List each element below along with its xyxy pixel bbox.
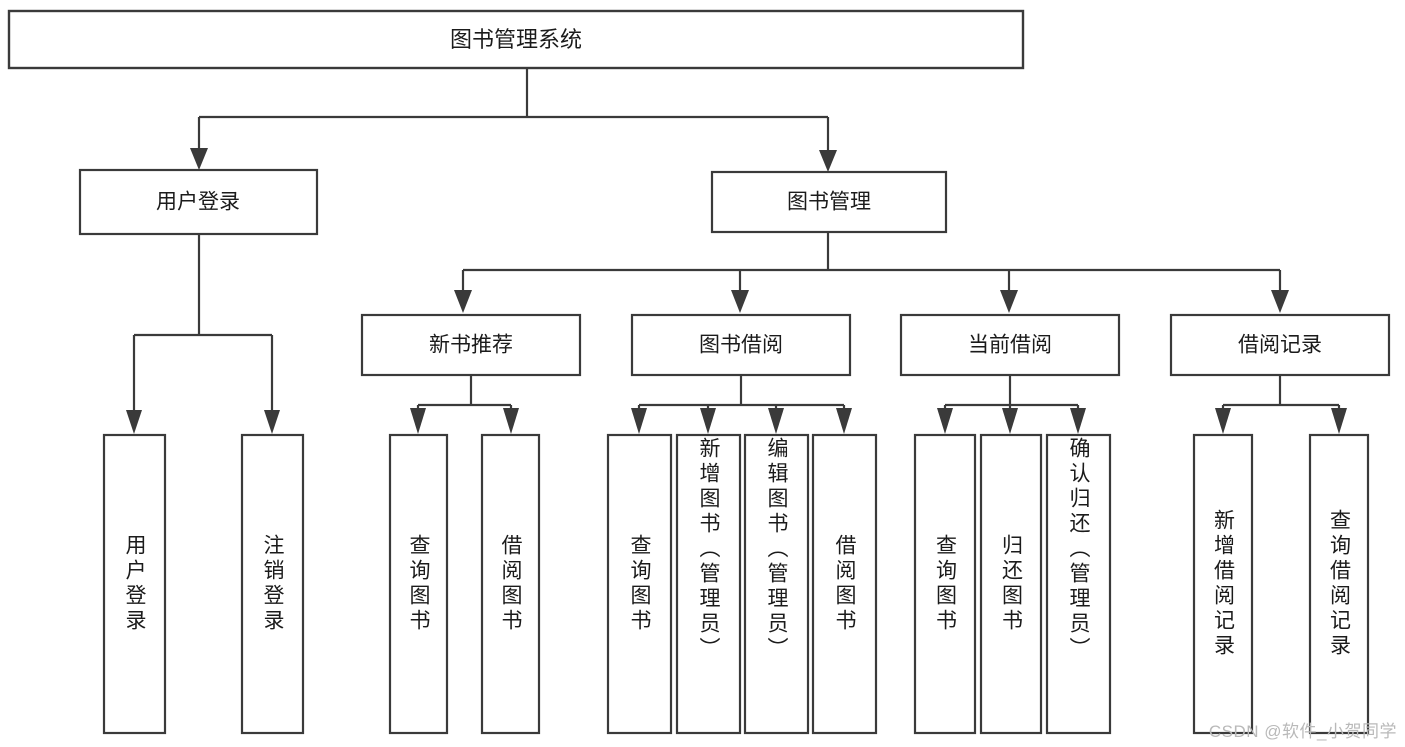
arrow-head-borrow-record — [1271, 290, 1289, 313]
leaf-current-borrow-3[interactable] — [1045, 433, 1112, 735]
node-current-borrow[interactable] — [899, 313, 1121, 377]
arrow-head-leaf-bb-2 — [700, 408, 716, 434]
arrow-head-leaf-newbook-2 — [503, 408, 519, 434]
arrow-head-current-borrow — [1000, 290, 1018, 313]
arrow-head-new-book — [454, 290, 472, 313]
node-current-borrow-label: 当前借阅 — [968, 334, 1052, 357]
leaf-user-login-1[interactable] — [102, 433, 167, 735]
arrow-head-leaf-cb-2 — [1002, 408, 1018, 434]
leaf-book-borrow-2[interactable] — [675, 433, 742, 735]
root-box-group — [7, 9, 1025, 70]
node-new-book-recommend[interactable] — [360, 313, 582, 377]
connectors-new-book — [388, 375, 541, 735]
node-borrow-record-label: 借阅记录 — [1238, 334, 1322, 357]
leaf-book-borrow-4[interactable] — [811, 433, 878, 735]
arrow-head-leaf-cb-3 — [1070, 408, 1086, 434]
node-book-borrow-label: 图书借阅 — [699, 334, 783, 357]
arrow-head-book-manage — [819, 150, 837, 172]
node-root[interactable] — [7, 9, 1025, 70]
connectors-current-borrow — [913, 375, 1112, 735]
node-borrow-record[interactable] — [1169, 313, 1391, 377]
node-new-book-recommend-label: 新书推荐 — [429, 334, 513, 357]
arrow-head-borrow-book — [731, 290, 749, 313]
leaf-current-borrow-1[interactable] — [913, 433, 977, 735]
leaf-new-book-1[interactable] — [388, 433, 449, 735]
node-user-login[interactable] — [78, 168, 319, 236]
node-user-login-label: 用户登录 — [156, 191, 240, 214]
leaf-current-borrow-2[interactable] — [979, 433, 1043, 735]
leaf-borrow-record-1[interactable] — [1192, 433, 1254, 735]
connectors-book-management — [454, 232, 1289, 313]
connectors-book-borrow — [606, 375, 878, 735]
leaf-user-login-2[interactable] — [240, 433, 305, 735]
level3-boxes — [360, 313, 1391, 377]
arrow-head-leaf-newbook-1 — [410, 408, 426, 434]
leaf-new-book-2[interactable] — [480, 433, 541, 735]
arrow-head-leaf-user-login-1 — [126, 410, 142, 434]
leaf-book-borrow-3[interactable] — [743, 433, 810, 735]
arrow-head-leaf-bb-4 — [836, 408, 852, 434]
connectors-borrow-record — [1192, 375, 1370, 735]
arrow-head-leaf-bb-1 — [631, 408, 647, 434]
csdn-watermark: CSDN @软件_小贺同学 — [1208, 722, 1397, 741]
arrow-head-leaf-bb-3 — [768, 408, 784, 434]
arrow-head-user-login — [190, 148, 208, 170]
connectors-user-login — [102, 234, 305, 735]
arrow-head-leaf-cb-1 — [937, 408, 953, 434]
node-book-management-label: 图书管理 — [787, 191, 871, 214]
node-root-label: 图书管理系统 — [450, 27, 582, 52]
leaf-borrow-record-2[interactable] — [1308, 433, 1370, 735]
arrow-head-leaf-user-login-2 — [264, 410, 280, 434]
leaf-book-borrow-1[interactable] — [606, 433, 673, 735]
node-book-borrow[interactable] — [630, 313, 852, 377]
connectors-root — [190, 68, 837, 172]
arrow-head-leaf-br-2 — [1331, 408, 1347, 434]
arrow-head-leaf-br-1 — [1215, 408, 1231, 434]
